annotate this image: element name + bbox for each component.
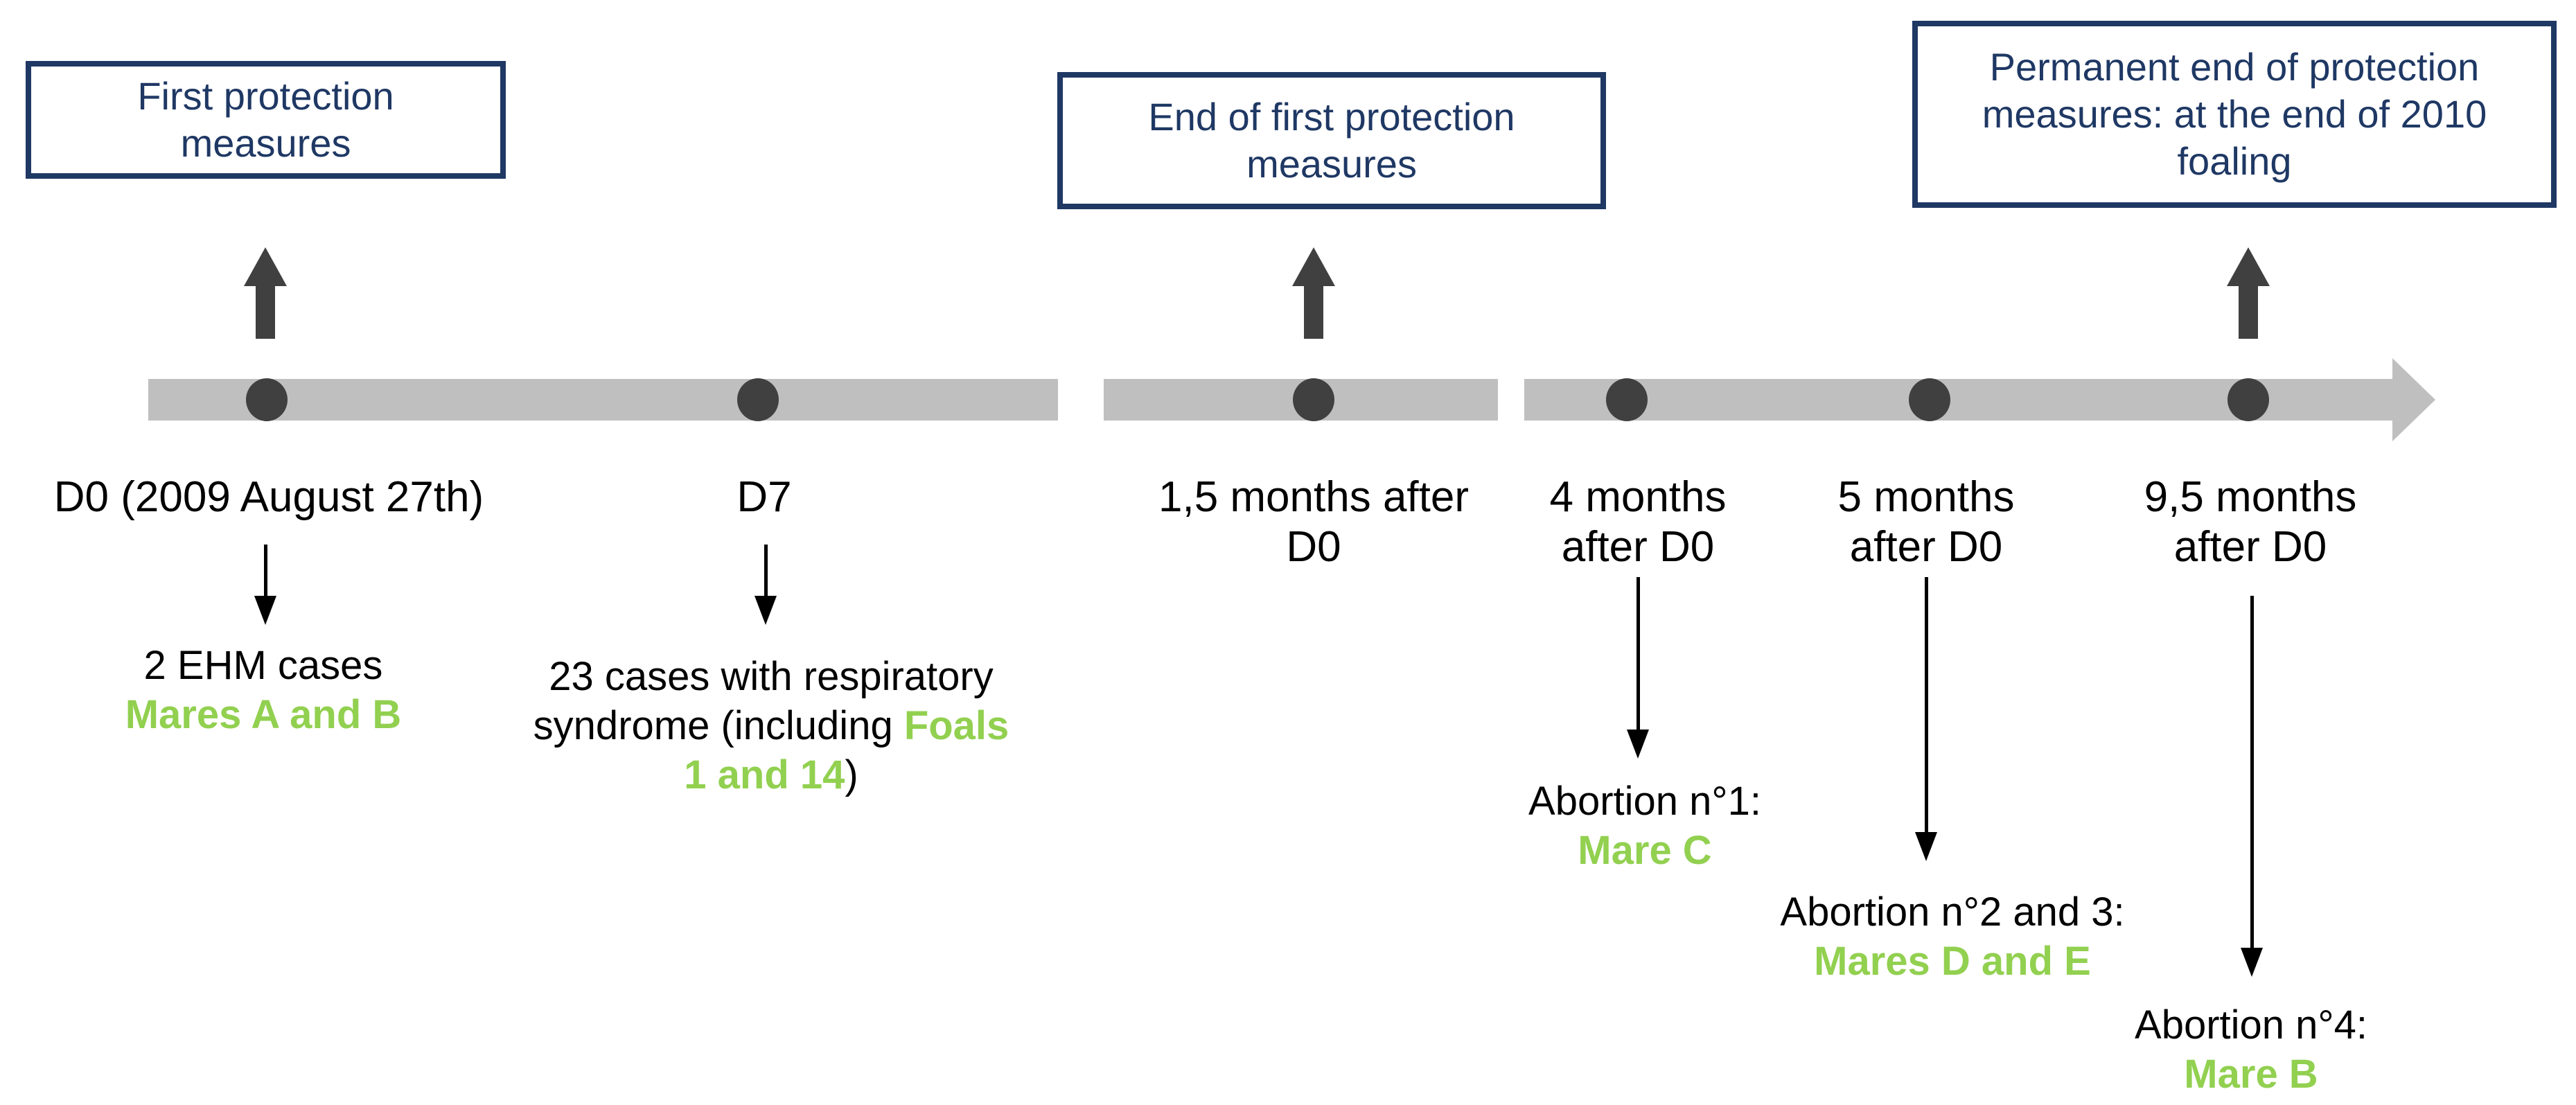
event-arrow-respiratory-cases bbox=[755, 545, 777, 625]
event-text: Abortion n°4: bbox=[2135, 1002, 2367, 1047]
timeline-arrowhead-icon bbox=[2392, 358, 2435, 441]
tick-label-1-5-months: 1,5 months after D0 bbox=[1158, 472, 1469, 572]
down-arrow-head-icon bbox=[2241, 948, 2263, 977]
event-arrow-abortion-1 bbox=[1627, 577, 1649, 759]
event-line: Mare B bbox=[2135, 1050, 2367, 1099]
up-arrow-stem bbox=[2239, 286, 2258, 339]
event-text: syndrome (including bbox=[533, 702, 904, 748]
event-abortion-4: Abortion n°4: Mare B bbox=[2135, 1001, 2367, 1099]
tick-line: after D0 bbox=[1561, 522, 1715, 571]
tick-line: D0 bbox=[1286, 522, 1341, 571]
down-arrow-head-icon bbox=[755, 596, 777, 625]
event-abortion-2-3: Abortion n°2 and 3: Mares D and E bbox=[1780, 888, 2124, 987]
event-text: Abortion n°1: bbox=[1528, 779, 1761, 824]
callout-label: First protection measures bbox=[137, 73, 394, 165]
event-animals-text: Mare C bbox=[1578, 827, 1712, 873]
timeline-dot-5-months bbox=[1909, 378, 1950, 421]
callout-first-protection-measures: First protection measures bbox=[26, 61, 506, 179]
tick-label-d0: D0 (2009 August 27th) bbox=[54, 472, 484, 522]
event-line: Abortion n°2 and 3: bbox=[1780, 888, 2124, 937]
event-line: Abortion n°1: bbox=[1528, 777, 1761, 826]
tick-label-d7: D7 bbox=[736, 472, 791, 522]
timeline-bar-segment-1 bbox=[148, 379, 1058, 421]
event-line: Mares D and E bbox=[1780, 937, 2124, 987]
event-animals-text: 1 and 14 bbox=[684, 752, 845, 797]
callout-permanent-end-protection-measures: Permanent end of protection measures: at… bbox=[1912, 21, 2557, 208]
tick-line: D0 (2009 August 27th) bbox=[53, 473, 484, 521]
event-text: ) bbox=[845, 752, 858, 797]
up-arrow-stem bbox=[256, 286, 275, 339]
event-line: 2 EHM cases bbox=[125, 642, 402, 691]
up-arrow-head-icon bbox=[2227, 247, 2270, 286]
event-arrow-abortion-2-3 bbox=[1915, 577, 1937, 861]
timeline-dot-4-months bbox=[1606, 378, 1648, 421]
down-arrow-stem bbox=[1636, 577, 1640, 730]
timeline-dot-1-5-months bbox=[1293, 378, 1334, 421]
up-arrow-head-icon bbox=[1292, 247, 1335, 286]
down-arrow-head-icon bbox=[1915, 832, 1937, 861]
event-line: Mare C bbox=[1528, 826, 1761, 876]
event-animals-text: Mares A and B bbox=[125, 691, 402, 737]
up-arrow-first-protection bbox=[244, 247, 287, 339]
tick-line: 9,5 months bbox=[2144, 473, 2357, 521]
callout-label: End of first protection measures bbox=[1148, 94, 1515, 186]
event-respiratory-cases: 23 cases with respiratory syndrome (incl… bbox=[533, 653, 1009, 799]
event-line: Mares A and B bbox=[125, 691, 402, 740]
down-arrow-stem bbox=[2250, 596, 2254, 948]
tick-line: 5 months bbox=[1837, 473, 2015, 521]
tick-line: D7 bbox=[736, 473, 792, 521]
event-abortion-1: Abortion n°1: Mare C bbox=[1528, 777, 1761, 876]
down-arrow-stem bbox=[764, 545, 768, 596]
down-arrow-stem bbox=[263, 545, 267, 596]
up-arrow-permanent-end bbox=[2227, 247, 2270, 339]
tick-label-9-5-months: 9,5 months after D0 bbox=[2144, 472, 2357, 572]
timeline-dot-d0 bbox=[246, 378, 288, 421]
event-animals-text: Mare B bbox=[2184, 1051, 2318, 1097]
event-line: Abortion n°4: bbox=[2135, 1001, 2367, 1050]
event-ehm-cases: 2 EHM cases Mares A and B bbox=[125, 642, 402, 740]
tick-line: after D0 bbox=[2173, 522, 2327, 571]
event-arrow-ehm-cases bbox=[254, 545, 276, 625]
up-arrow-end-first-protection bbox=[1292, 247, 1335, 339]
up-arrow-stem bbox=[1304, 286, 1323, 339]
event-line: 23 cases with respiratory bbox=[533, 653, 1009, 702]
tick-line: 4 months bbox=[1549, 473, 1727, 521]
event-text: 23 cases with respiratory bbox=[549, 654, 994, 699]
down-arrow-stem bbox=[1924, 577, 1928, 832]
down-arrow-head-icon bbox=[254, 596, 276, 625]
tick-label-5-months: 5 months after D0 bbox=[1837, 472, 2014, 572]
tick-label-4-months: 4 months after D0 bbox=[1549, 472, 1726, 572]
timeline-dot-9-5-months bbox=[2227, 378, 2269, 421]
callout-end-first-protection-measures: End of first protection measures bbox=[1057, 72, 1606, 209]
tick-line: after D0 bbox=[1849, 522, 2003, 571]
event-line: 1 and 14) bbox=[533, 751, 1009, 800]
event-animals-text: Mares D and E bbox=[1814, 938, 2091, 984]
down-arrow-head-icon bbox=[1627, 730, 1649, 759]
event-arrow-abortion-4 bbox=[2241, 596, 2263, 977]
timeline-dot-d7 bbox=[737, 378, 779, 421]
callout-label: Permanent end of protection measures: at… bbox=[1982, 44, 2487, 184]
event-line: syndrome (including Foals bbox=[533, 702, 1009, 751]
event-text: Abortion n°2 and 3: bbox=[1780, 890, 2125, 935]
event-animals-text: Foals bbox=[903, 702, 1009, 748]
up-arrow-head-icon bbox=[244, 247, 287, 286]
tick-line: 1,5 months after bbox=[1158, 473, 1470, 521]
event-text: 2 EHM cases bbox=[143, 643, 383, 688]
